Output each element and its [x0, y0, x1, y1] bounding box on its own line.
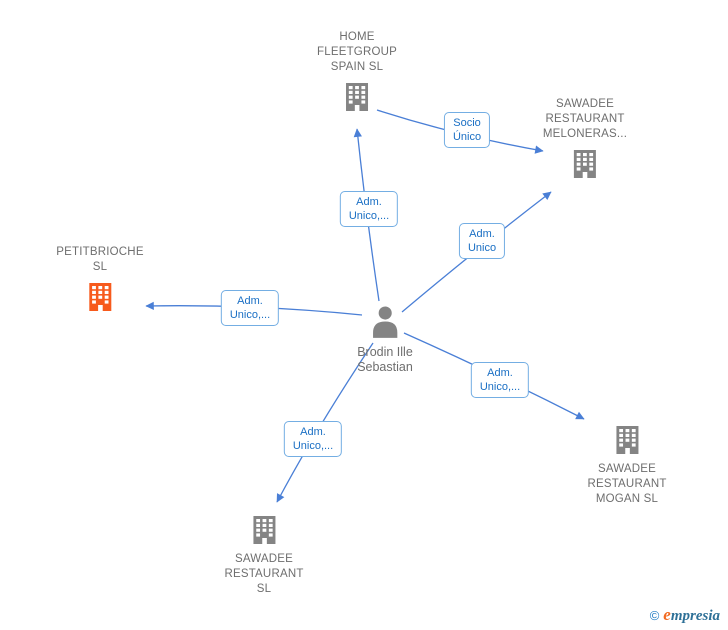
- company-name-line: RESTAURANT: [545, 113, 625, 125]
- company-name-line: SAWADEE: [597, 463, 657, 475]
- company-name-line: SL: [256, 583, 272, 595]
- relation-label-line: Unico,...: [229, 309, 271, 321]
- relation-label-line: Adm.: [487, 367, 513, 379]
- person-name-line: Sebastian: [357, 360, 413, 374]
- relation-adm-unico-petitbrioche[interactable]: Adm. Unico,...: [220, 290, 280, 326]
- relation-label-line: Unico: [467, 242, 497, 254]
- company-name-line: SPAIN SL: [330, 61, 384, 73]
- relation-adm-unico-sawadee[interactable]: Adm. Unico,...: [283, 421, 343, 457]
- person-icon: [366, 303, 404, 341]
- company-name: PETITBRIOCHE SL: [56, 245, 143, 275]
- empresia-logo-rest: mpresia: [670, 608, 720, 624]
- empresia-logo-text: empresia: [663, 605, 720, 625]
- node-sawadee-meloneras[interactable]: SAWADEE RESTAURANT MELONERAS...: [543, 97, 627, 181]
- node-sawadee-mogan[interactable]: SAWADEE RESTAURANT MOGAN SL: [587, 423, 666, 507]
- company-name-line: SAWADEE: [555, 98, 615, 110]
- building-icon: [568, 147, 602, 181]
- relation-label-line: Unico,...: [348, 210, 390, 222]
- copyright-icon: ©: [649, 607, 660, 623]
- person-name: Brodin Ille Sebastian: [357, 345, 413, 375]
- relation-label-line: Adm.: [356, 196, 382, 208]
- empresia-logo-e: e: [663, 605, 671, 624]
- company-name-line: FLEETGROUP: [317, 46, 397, 58]
- relation-label-line: Unico,...: [292, 440, 334, 452]
- relation-label-line: Socio: [453, 117, 481, 129]
- relation-adm-unico-mogan[interactable]: Adm. Unico,...: [470, 362, 530, 398]
- relation-label-line: Adm.: [469, 228, 495, 240]
- building-icon: [247, 513, 281, 547]
- company-name-line: RESTAURANT: [224, 568, 304, 580]
- company-name: HOME FLEETGROUP SPAIN SL: [317, 30, 397, 75]
- building-icon: [610, 423, 644, 457]
- node-person-brodin[interactable]: Brodin Ille Sebastian: [357, 303, 413, 375]
- node-sawadee-sl[interactable]: SAWADEE RESTAURANT SL: [224, 513, 303, 597]
- node-petitbrioche[interactable]: PETITBRIOCHE SL: [56, 245, 143, 314]
- company-name-line: SL: [92, 261, 108, 273]
- building-icon: [340, 80, 374, 114]
- relation-label-line: Unico,...: [479, 381, 521, 393]
- company-name-line: RESTAURANT: [587, 478, 667, 490]
- company-name-line: SAWADEE: [234, 553, 294, 565]
- building-icon-highlighted: [83, 280, 117, 314]
- company-name: SAWADEE RESTAURANT MELONERAS...: [543, 97, 627, 142]
- relation-adm-unico-meloneras[interactable]: Adm. Unico: [458, 223, 506, 259]
- company-name-line: PETITBRIOCHE: [56, 246, 144, 258]
- relation-label-line: Único: [452, 131, 482, 143]
- relation-adm-unico-home[interactable]: Adm. Unico,...: [339, 191, 399, 227]
- company-name-line: MELONERAS...: [542, 128, 628, 140]
- company-name: SAWADEE RESTAURANT MOGAN SL: [587, 462, 666, 507]
- empresia-watermark[interactable]: © empresia: [650, 605, 720, 625]
- relation-label-line: Adm.: [237, 295, 263, 307]
- company-name-line: HOME: [339, 31, 375, 43]
- company-name-line: MOGAN SL: [595, 493, 659, 505]
- company-name: SAWADEE RESTAURANT SL: [224, 552, 303, 597]
- node-home-fleetgroup[interactable]: HOME FLEETGROUP SPAIN SL: [317, 30, 397, 114]
- relation-socio-unico[interactable]: Socio Único: [443, 112, 491, 148]
- person-name-line: Brodin Ille: [357, 345, 413, 359]
- relation-label-line: Adm.: [300, 426, 326, 438]
